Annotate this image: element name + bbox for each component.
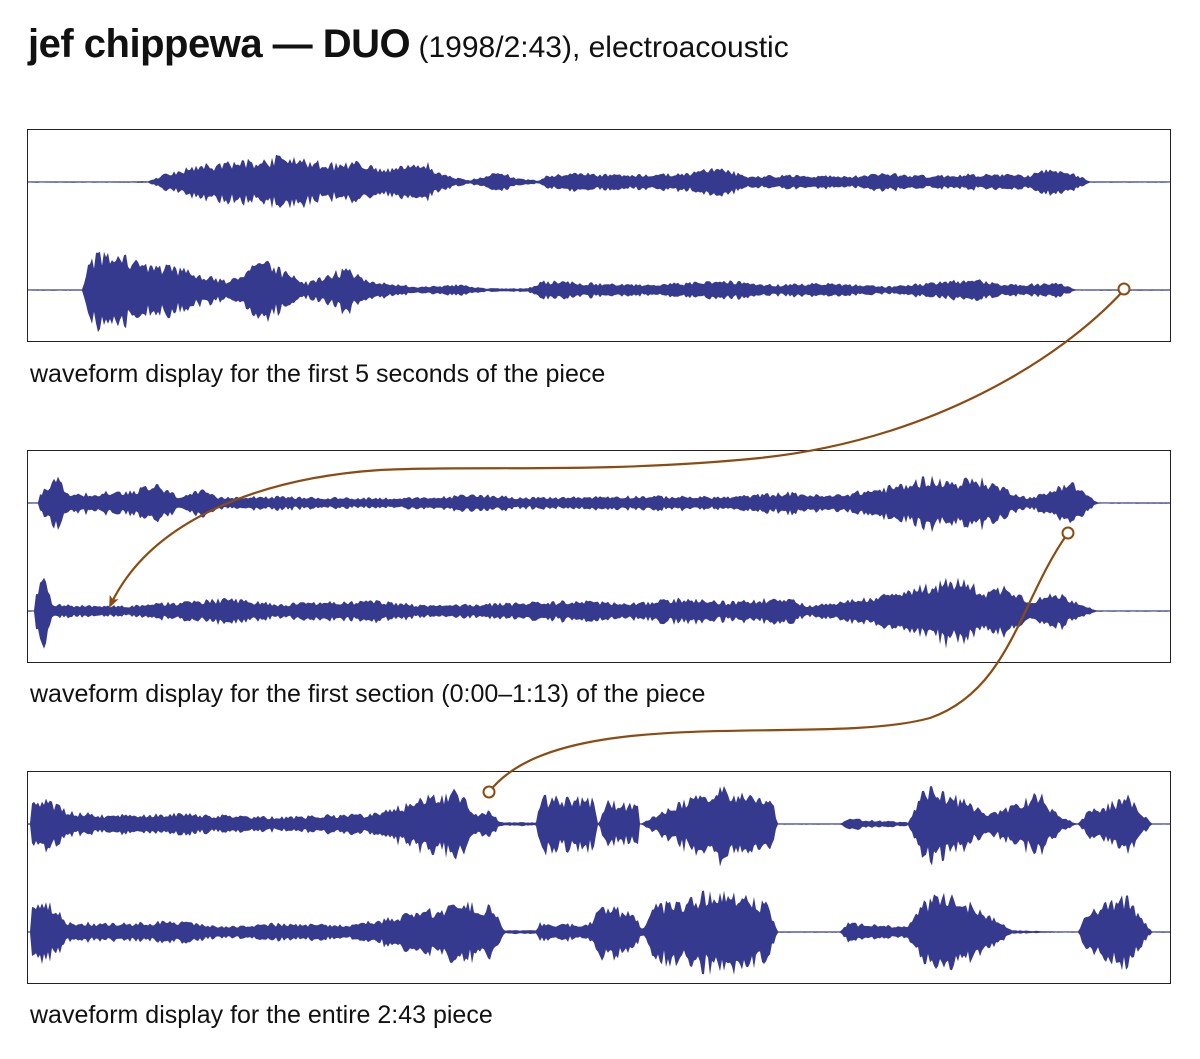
- waveform-channel-left: [28, 785, 1170, 867]
- caption-first-5-seconds: waveform display for the first 5 seconds…: [30, 360, 606, 388]
- title-artist-work: jef chippewa — DUO: [28, 22, 411, 66]
- waveform-svg-1: [28, 154, 1170, 333]
- caption-first-section: waveform display for the first section (…: [30, 680, 706, 708]
- waveform-panel-entire-piece: [27, 771, 1171, 984]
- waveform-panel-first-section: [27, 450, 1171, 663]
- waveform-svg-3: [28, 785, 1170, 976]
- waveform-channel-right: [28, 577, 1170, 649]
- title-details: (1998/2:43), electroacoustic: [410, 31, 789, 64]
- waveform-channel-right: [28, 890, 1170, 976]
- waveform-panel-first-5-seconds: [27, 129, 1171, 342]
- waveform-channel-left: [28, 475, 1170, 533]
- waveform-svg-2: [28, 475, 1170, 649]
- caption-entire-piece: waveform display for the entire 2:43 pie…: [30, 1001, 493, 1029]
- waveform-channel-right: [28, 251, 1170, 333]
- page-title: jef chippewa — DUO (1998/2:43), electroa…: [28, 22, 789, 67]
